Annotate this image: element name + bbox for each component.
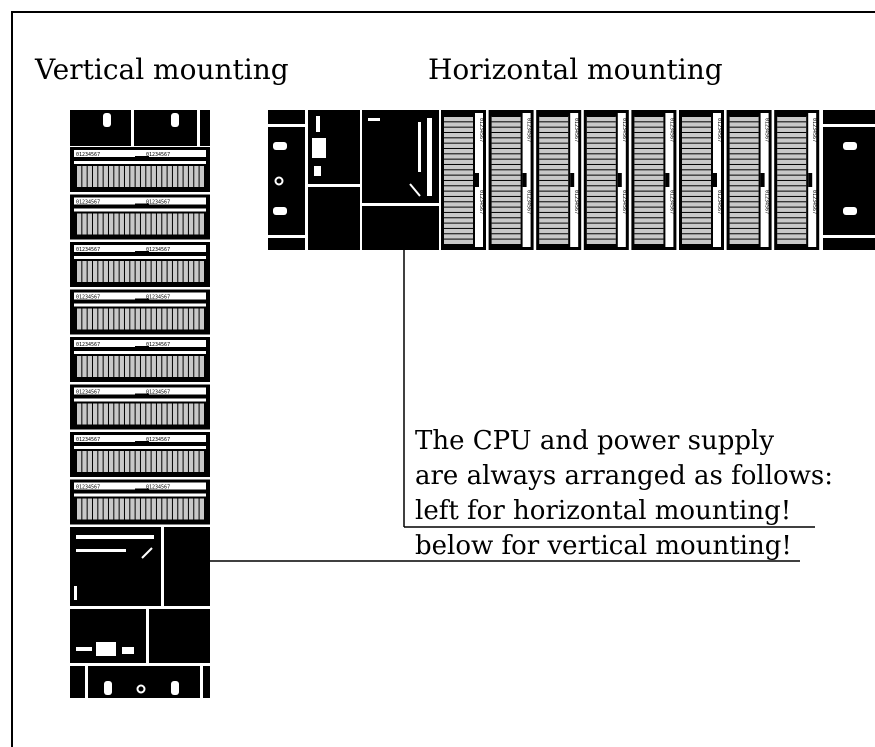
horizontal-power-supply [308,110,360,250]
horizontal-cpu-module [362,110,439,250]
note-line-2: are always arranged as follows: [415,461,833,491]
channel-label: 01234567 [764,118,770,142]
horizontal-signal-module: 01234567 01234567 [726,110,772,250]
channel-label: 01234567 [146,295,170,301]
channel-label: 01234567 [76,295,100,301]
horizontal-signal-modules: 0123456701234567012345670123456701234567… [441,110,820,250]
channel-label: 01234567 [716,190,722,214]
horizontal-signal-module: 01234567 01234567 [774,110,820,250]
channel-label: 01234567 [573,118,579,142]
horizontal-right-rail [823,110,875,250]
horizontal-signal-module: 01234567 01234567 [679,110,724,250]
vertical-signal-module: 01234567 01234567 [70,194,210,240]
horizontal-rack: 0123456701234567012345670123456701234567… [268,110,875,250]
note-line-4: below for vertical mounting! [415,531,792,561]
channel-label: 01234567 [811,118,817,142]
note-line-3: left for horizontal mounting! [415,496,791,526]
channel-label: 01234567 [76,200,100,206]
note-line-1: The CPU and power supply [415,426,774,456]
horizontal-signal-module: 01234567 01234567 [536,110,582,250]
channel-label: 01234567 [76,247,100,253]
horizontal-signal-module: 01234567 01234567 [488,110,534,250]
vertical-signal-module: 01234567 01234567 [70,384,210,430]
callout-note: The CPU and power supply are always arra… [415,426,833,561]
vertical-signal-module: 01234567 01234567 [70,242,210,287]
channel-label: 01234567 [146,200,170,206]
channel-label: 01234567 [573,190,579,214]
channel-label: 01234567 [716,118,722,142]
vertical-top-rail [70,110,210,146]
channel-label: 01234567 [621,118,627,142]
channel-label: 01234567 [478,118,484,142]
horizontal-signal-module: 01234567 01234567 [631,110,677,250]
vertical-signal-module: 01234567 01234567 [70,289,210,335]
channel-label: 01234567 [668,118,674,142]
arrow-to-horizontal-cpu [398,222,815,528]
channel-label: 01234567 [478,190,484,214]
horizontal-signal-module: 01234567 01234567 [441,110,486,250]
vertical-cpu-module [70,527,210,606]
vertical-signal-module: 01234567 01234567 [70,337,210,382]
channel-label: 01234567 [76,390,100,396]
channel-label: 01234567 [146,390,170,396]
channel-label: 01234567 [621,190,627,214]
vertical-signal-module: 01234567 01234567 [70,147,210,192]
channel-label: 01234567 [526,190,532,214]
channel-label: 01234567 [146,437,170,443]
horizontal-left-rail [268,110,305,250]
channel-label: 01234567 [668,190,674,214]
vertical-bottom-rail [70,666,210,698]
vertical-mounting-title: Vertical mounting [34,53,289,86]
channel-label: 01234567 [146,247,170,253]
channel-label: 01234567 [146,152,170,158]
channel-label: 01234567 [811,190,817,214]
horizontal-signal-module: 01234567 01234567 [583,110,629,250]
channel-label: 01234567 [76,152,100,158]
channel-label: 01234567 [76,437,100,443]
channel-label: 01234567 [146,485,170,491]
horizontal-mounting-title: Horizontal mounting [428,53,723,86]
channel-label: 01234567 [76,485,100,491]
vertical-signal-module: 01234567 01234567 [70,479,210,525]
figure-frame [11,11,875,747]
vertical-signal-module: 01234567 01234567 [70,432,210,477]
channel-label: 01234567 [146,342,170,348]
channel-label: 01234567 [76,342,100,348]
arrow-to-vertical-cpu [176,555,800,567]
vertical-power-supply [70,609,210,663]
channel-label: 01234567 [526,118,532,142]
channel-label: 01234567 [764,190,770,214]
